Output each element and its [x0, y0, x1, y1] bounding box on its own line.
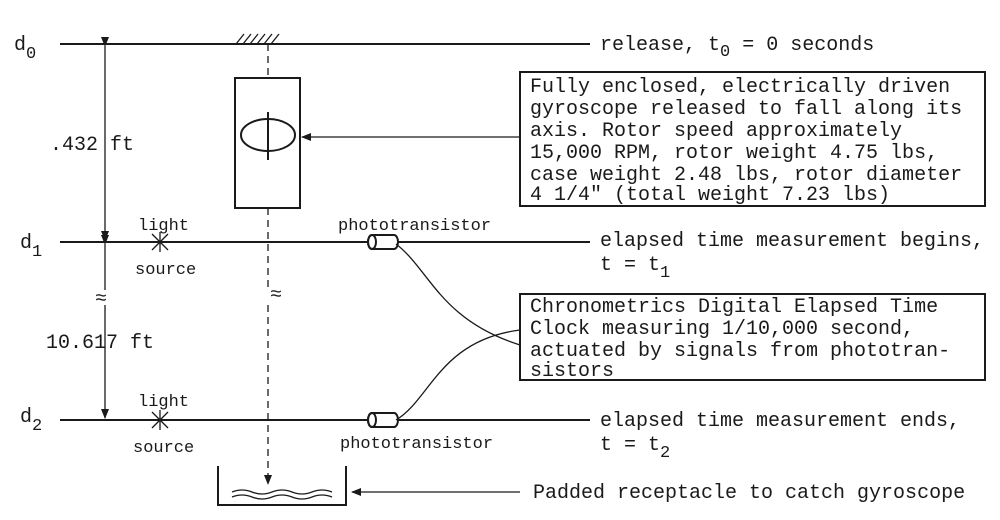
light-source-icon — [151, 410, 169, 430]
phototransistor-label-2: phototransistor — [340, 435, 493, 454]
label-d2: d2 — [20, 406, 42, 436]
end-label-t: t = t2 — [600, 434, 670, 463]
ceiling-hatch-icon — [235, 33, 280, 45]
begin-label-t: t = t1 — [600, 254, 670, 283]
light-source-label-1b: source — [135, 261, 196, 280]
gyro-desc-line: gyroscope released to fall along its — [530, 98, 962, 121]
begin-label: elapsed time measurement begins, — [600, 230, 984, 253]
gyro-desc-line: 4 1/4" (total weight 7.23 lbs) — [530, 184, 890, 207]
light-source-label-2b: source — [133, 439, 194, 458]
label-d1: d1 — [20, 232, 42, 262]
gyro-desc-line: case weight 2.48 lbs, rotor diameter — [530, 164, 962, 187]
light-source-icon — [151, 232, 169, 252]
break-mark-icon: ≈ — [95, 288, 107, 311]
clock-desc-line: actuated by signals from phototran- — [530, 340, 950, 363]
wire-upper — [395, 243, 521, 346]
gyroscope-icon — [234, 77, 301, 209]
wire-lower — [395, 329, 521, 421]
end-label: elapsed time measurement ends, — [600, 410, 960, 433]
dimension-upper-label: .432 ft — [50, 134, 134, 157]
receptacle-label: Padded receptacle to catch gyroscope — [533, 482, 965, 505]
clock-desc-line: sistors — [530, 360, 614, 383]
padded-receptacle-icon — [217, 466, 347, 506]
light-source-label-2: light — [138, 393, 189, 412]
gyro-desc-line: axis. Rotor speed approximately — [530, 120, 902, 143]
gyro-description-box — [519, 71, 986, 207]
label-d0: d0 — [14, 34, 36, 64]
phototransistor-label-1: phototransistor — [338, 217, 491, 236]
clock-description-box — [519, 293, 986, 381]
dimension-lower-label: 10.617 ft — [46, 332, 154, 355]
clock-desc-line: Chronometrics Digital Elapsed Time — [530, 296, 938, 319]
gyro-desc-line: 15,000 RPM, rotor weight 4.75 lbs, — [530, 142, 938, 165]
gyro-desc-line: Fully enclosed, electrically driven — [530, 76, 950, 99]
release-label: release, t0 = 0 seconds — [600, 34, 874, 62]
clock-desc-line: Clock measuring 1/10,000 second, — [530, 318, 914, 341]
light-source-label-1: light — [138, 217, 189, 236]
break-mark-path-icon: ≈ — [270, 284, 282, 307]
phototransistor-icon — [367, 234, 399, 250]
phototransistor-icon — [367, 412, 399, 428]
